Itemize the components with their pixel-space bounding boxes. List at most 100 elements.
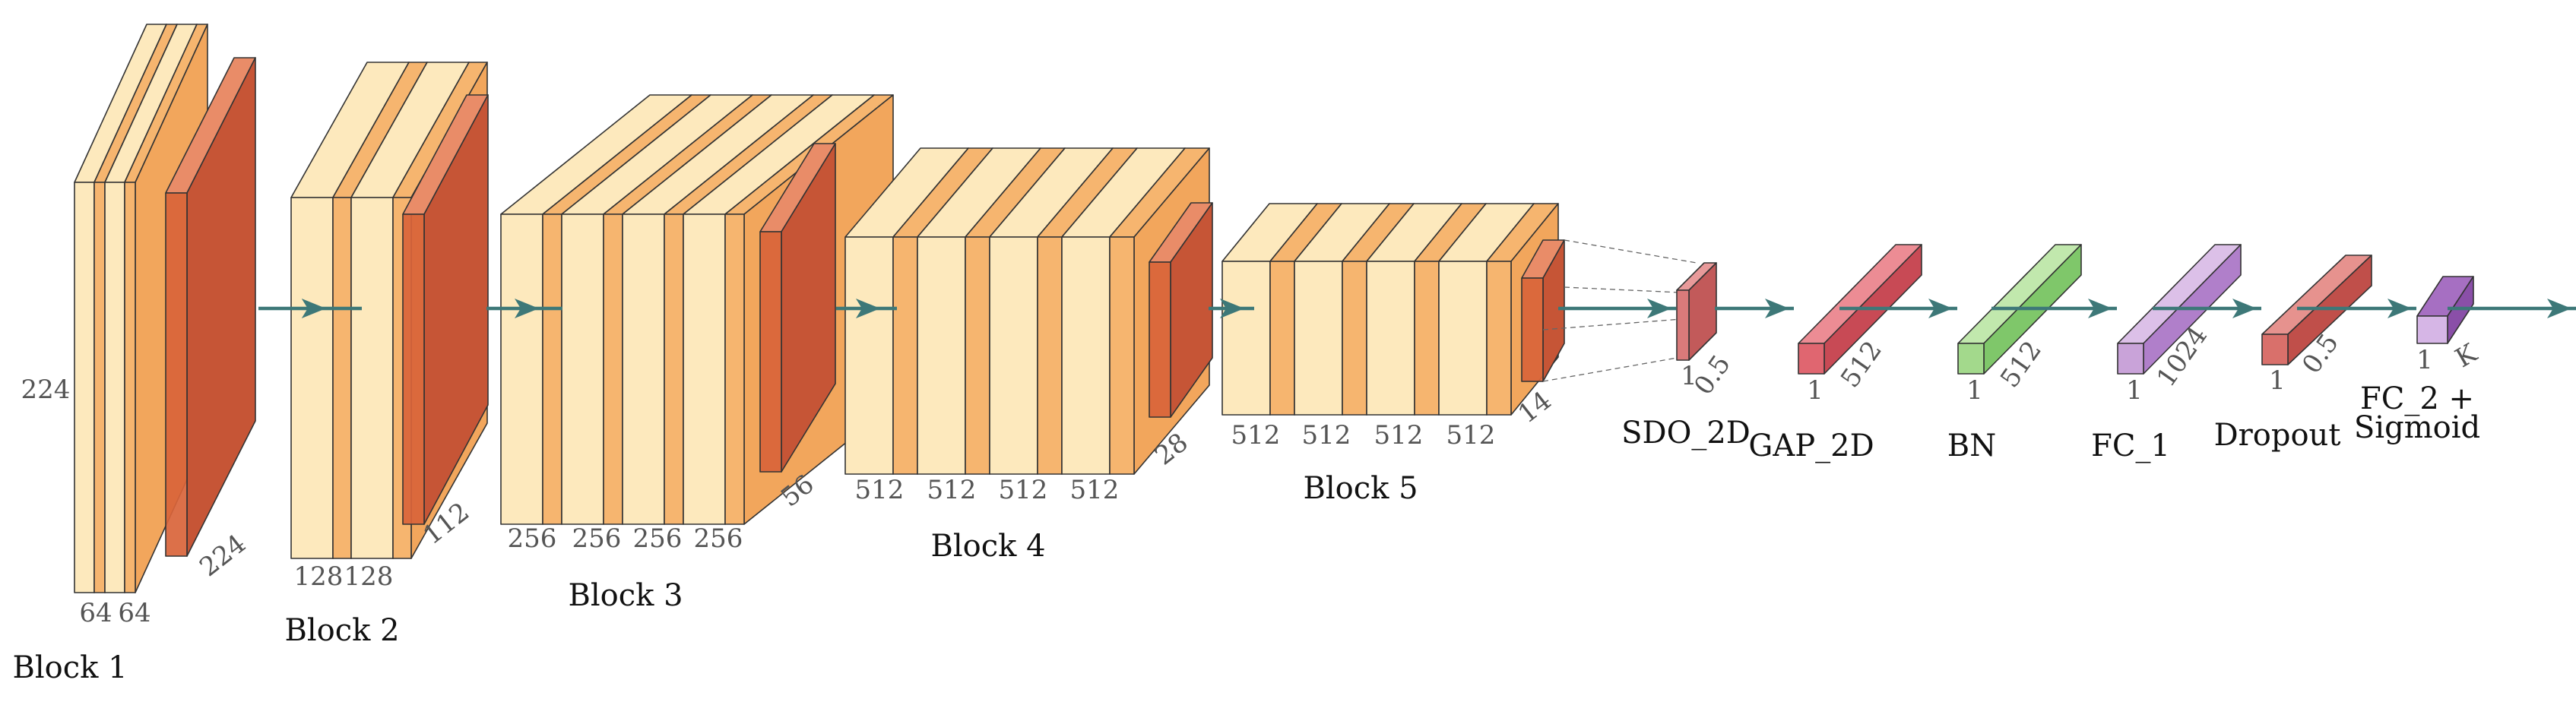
projection-line-4 [1542, 356, 1682, 382]
block-5-channel-4: 512 [1446, 420, 1496, 451]
projection-line-3 [1542, 318, 1682, 330]
head-bn-dim-1: 1 [1966, 375, 1983, 406]
block-4-pool-layer [1149, 202, 1213, 418]
arrow-head-5 [1647, 299, 1671, 318]
block-2-channel-1: 128 [294, 561, 344, 592]
head-fc2-dim-1: 1 [2416, 345, 2433, 375]
head-3-layer-front [1957, 343, 1985, 375]
block-1-channel-1: 64 [79, 598, 112, 628]
conv-layer-2-front [917, 236, 966, 475]
head-dropout-label: Dropout [2214, 418, 2341, 453]
head-fc2-dim-2: K [2450, 338, 2483, 375]
conv-layer-2-front [1294, 261, 1343, 416]
arrow-head-9 [2232, 299, 2257, 318]
head-1-layer-front [1676, 289, 1690, 361]
head-sdo-label: SDO_2D [1621, 416, 1751, 451]
block-1-size: 224 [194, 529, 252, 583]
conv-layer-1-front [290, 197, 334, 559]
head-5-layer-front [2261, 334, 2289, 365]
block-5-channel-2: 512 [1302, 420, 1351, 451]
arrow-head-4 [1220, 299, 1244, 318]
block-4-channel-1: 512 [855, 475, 905, 505]
arrow-head-3 [856, 299, 880, 318]
relu-layer-2-front [603, 213, 623, 525]
arrow-head-2 [515, 299, 539, 318]
conv-layer-2-front [350, 197, 394, 559]
block-1-pool-layer-front [165, 192, 188, 557]
arrow-head-8 [2088, 299, 2112, 318]
head-gap-dim-1: 1 [1807, 375, 1823, 406]
block-3-channel-4: 256 [694, 523, 743, 554]
head-fc1-dim-1: 1 [2126, 375, 2143, 406]
block-3-channel-3: 256 [633, 523, 683, 554]
relu-layer-3-front [664, 213, 684, 525]
block-3-pool-layer-front [759, 231, 782, 473]
conv-layer-1-front [844, 236, 894, 475]
relu-layer-1-front [1269, 261, 1295, 416]
block-5-channel-3: 512 [1374, 420, 1424, 451]
projection-line-2 [1564, 286, 1697, 294]
conv-layer-1-front [1221, 261, 1271, 416]
block-4-pool-layer-front [1149, 261, 1171, 418]
block-2-label: Block 2 [284, 613, 399, 648]
relu-layer-1-front [93, 182, 106, 593]
relu-layer-2-front [965, 236, 990, 475]
conv-layer-3-front [622, 213, 665, 525]
conv-layer-1-front [74, 182, 95, 593]
block-2-channel-2: 128 [344, 561, 394, 592]
relu-layer-4-front [724, 213, 745, 525]
head-1-layer [1676, 262, 1717, 361]
relu-layer-4-front [1109, 236, 1135, 475]
block-5-channel-1: 512 [1231, 420, 1281, 451]
block-5-conv-stack [1221, 203, 1559, 416]
conv-layer-3-front [989, 236, 1038, 475]
block-3-label: Block 3 [568, 578, 683, 613]
block-3-pool-layer [759, 143, 836, 473]
arrow-group [258, 299, 2576, 318]
block-1-label: Block 1 [12, 650, 127, 685]
head-4-layer-front [2117, 343, 2144, 375]
arrow-head-11 [2547, 299, 2571, 318]
conv-layer-2-front [104, 182, 125, 593]
head-gap-label: GAP_2D [1748, 428, 1874, 463]
relu-layer-1-front [332, 197, 352, 559]
conv-layer-4-front [1061, 236, 1111, 475]
block-4-label: Block 4 [930, 529, 1045, 564]
block-2-pool-layer-front [402, 213, 425, 525]
head-sdo-dim-1: 1 [1681, 361, 1697, 391]
conv-layer-4-front [683, 213, 726, 525]
block-5-pool-layer-front [1521, 277, 1544, 382]
block-3-channel-2: 256 [572, 523, 622, 554]
head-fc2-label-line2: Sigmoid [2354, 410, 2480, 445]
conv-layer-4-front [1438, 261, 1488, 416]
block-1-pool-layer [165, 57, 256, 557]
block-1-size-left: 224 [21, 375, 71, 405]
relu-layer-2-front [124, 182, 136, 593]
layer-group [74, 24, 1697, 593]
head-2-layer-front [1798, 343, 1825, 375]
relu-layer-3-front [1414, 261, 1440, 416]
head-bn-label: BN [1947, 428, 1996, 463]
head-fc1-label: FC_1 [2091, 428, 2170, 463]
head-dropout-dim-1: 1 [2269, 365, 2286, 396]
block-4-channel-3: 512 [999, 475, 1048, 505]
relu-layer-1-front [892, 236, 918, 475]
arrow-head-6 [1765, 299, 1789, 318]
relu-layer-2-front [1342, 261, 1367, 416]
block-5-label: Block 5 [1303, 471, 1418, 506]
block-4-channel-2: 512 [927, 475, 977, 505]
arrow-head-10 [2387, 299, 2412, 318]
projection-line-1 [1564, 239, 1697, 264]
head-sdo-dim-2: 0.5 [1688, 349, 1737, 400]
arrow-head-7 [1928, 299, 1953, 318]
block-4-channel-4: 512 [1070, 475, 1120, 505]
relu-layer-1-front [542, 213, 562, 525]
block-3-channel-1: 256 [508, 523, 557, 554]
block-1-channel-2: 64 [118, 598, 151, 628]
conv-layer-3-front [1366, 261, 1415, 416]
head-fc2-label: FC_2 + [2360, 381, 2474, 416]
relu-layer-3-front [1037, 236, 1063, 475]
conv-layer-2-front [561, 213, 604, 525]
block-2-pool-layer [402, 94, 489, 525]
